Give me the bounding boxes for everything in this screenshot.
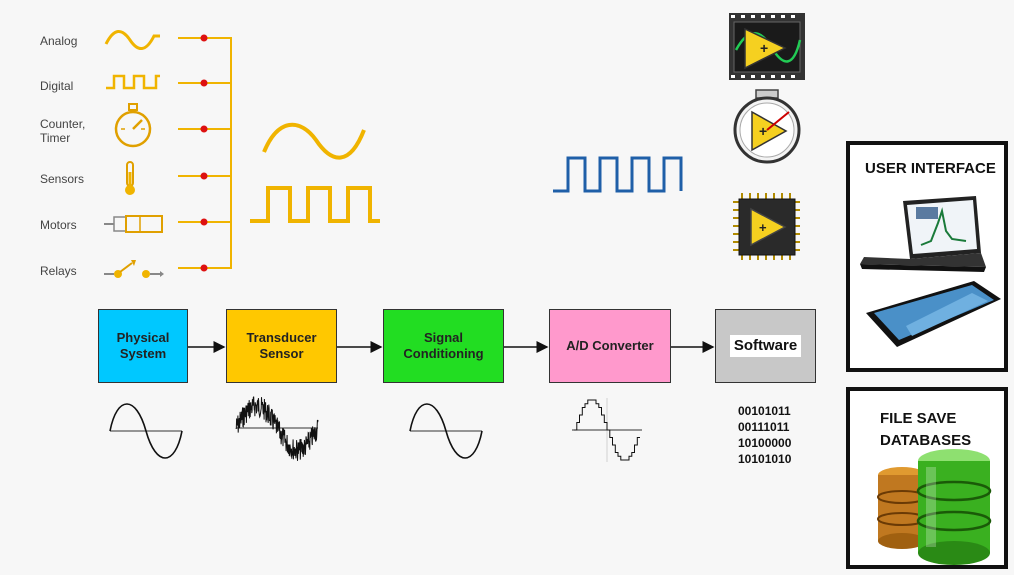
signal-icons-and-bus: + + + [104, 13, 805, 278]
clean-sine-wave-1 [109, 403, 183, 459]
svg-text:+: + [759, 123, 767, 139]
physical-system-block: Physical System [98, 309, 188, 383]
signal-label-counter-timer: Counter, Timer [40, 117, 86, 145]
motor-icon [104, 215, 163, 233]
noisy-sine-wave [235, 396, 319, 461]
thermometer-icon [125, 161, 135, 195]
software-block: Software [715, 309, 816, 383]
laptop-icon [860, 196, 986, 272]
physical-system-label: Physical System [116, 330, 170, 361]
quantized-sine-wave [572, 398, 642, 462]
green-database-icon [916, 449, 992, 565]
svg-text:+: + [759, 220, 767, 235]
svg-text:+: + [760, 40, 768, 56]
signal-label-motors: Motors [40, 218, 77, 232]
binary-line: 00101011 [738, 404, 791, 418]
database-illustration [877, 449, 992, 565]
bus-connectors [178, 34, 232, 272]
ad-converter-label: A/D Converter [566, 338, 654, 353]
stopwatch-icon [114, 103, 152, 148]
binary-line: 10101010 [738, 452, 792, 466]
blue-digital-wave [553, 156, 683, 193]
signal-conditioning-block: Signal Conditioning [383, 309, 504, 383]
user-interface-title: USER INTERFACE [865, 160, 996, 177]
digital-pulse-icon [106, 74, 160, 90]
large-analog-sine-wave [262, 122, 366, 160]
transducer-sensor-label: Transducer Sensor [246, 330, 317, 361]
signal-conditioning-label: Signal Conditioning [403, 330, 484, 361]
analog-wave-icon [104, 30, 160, 50]
databases-title: DATABASES [880, 432, 972, 449]
ad-converter-block: A/D Converter [549, 309, 671, 383]
signal-label-analog: Analog [40, 34, 78, 48]
tablet-icon [866, 281, 1001, 347]
large-digital-pulse-wave [250, 186, 380, 223]
binary-line: 00111011 [738, 420, 790, 434]
analog-io-vi-icon: + [729, 13, 805, 80]
user-interface-panel: USER INTERFACE [846, 141, 1008, 372]
signal-label-digital: Digital [40, 79, 74, 93]
signal-label-sensors: Sensors [40, 172, 85, 186]
software-label: Software [729, 335, 802, 357]
file-save-title: FILE SAVE [880, 410, 957, 427]
transducer-sensor-block: Transducer Sensor [226, 309, 337, 383]
binary-line: 10100000 [738, 436, 792, 450]
clean-sine-wave-2 [409, 403, 483, 459]
file-save-databases-panel: FILE SAVE DATABASES [846, 387, 1008, 569]
devices-illustration [860, 196, 1001, 347]
signal-label-relays: Relays [40, 264, 77, 278]
fpga-chip-vi-icon: + [733, 193, 800, 260]
timer-vi-icon: + [733, 89, 801, 164]
binary-output: 00101011 00111011 10100000 10101010 [738, 403, 791, 467]
relay-switch-icon [104, 260, 164, 278]
